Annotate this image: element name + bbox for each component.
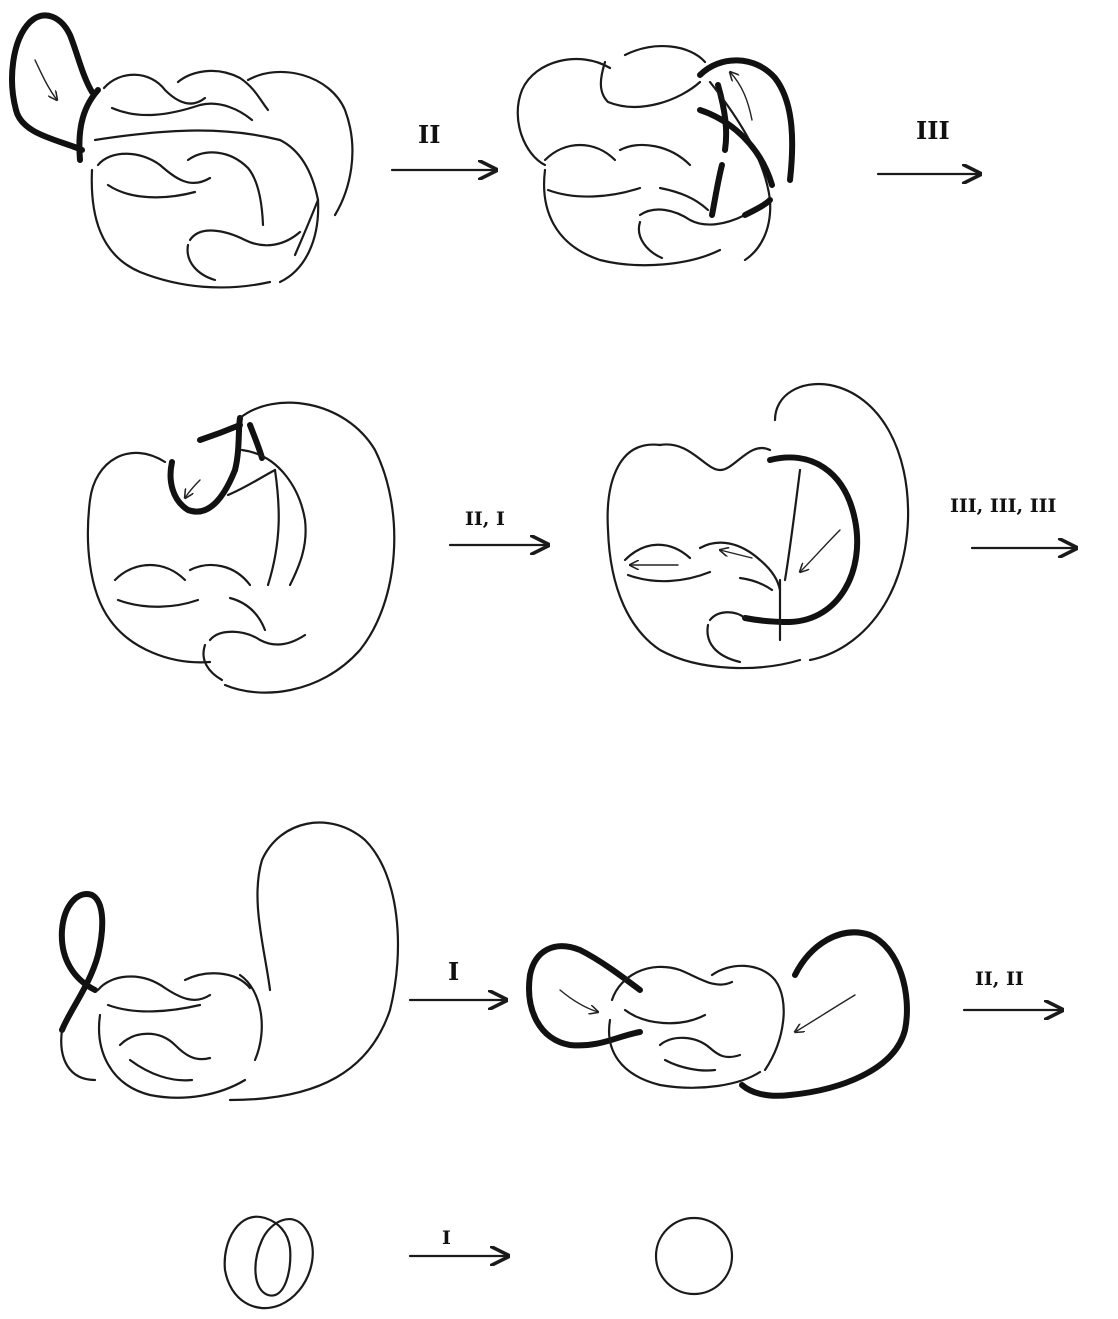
move-label-7: I [442,1227,451,1249]
move-label-2: III [916,116,950,145]
knot-diagram-1 [12,15,352,287]
move-arrow-6: II, II [964,968,1062,1010]
move-label-1: II [418,120,440,149]
move-label-5: I [448,957,459,986]
knot-diagram-3 [88,403,394,693]
knot-diagram-7 [225,1217,313,1308]
move-arrow-7: I [410,1227,508,1256]
knot-diagram-5 [61,823,398,1100]
move-arrow-5: I [410,957,506,1000]
move-arrow-1: II [392,120,496,170]
move-label-4: III, III, III [950,495,1057,517]
move-label-3: II, I [465,508,505,530]
knot-diagram-4 [608,384,908,668]
move-label-6: II, II [975,968,1024,990]
move-arrow-3: II, I [450,508,548,545]
knot-diagram-2 [518,46,792,265]
move-arrow-2: III [878,116,980,174]
knot-diagram-8-unknot [656,1218,732,1294]
knot-diagram-6 [529,932,907,1095]
move-arrow-4: III, III, III [950,495,1076,548]
